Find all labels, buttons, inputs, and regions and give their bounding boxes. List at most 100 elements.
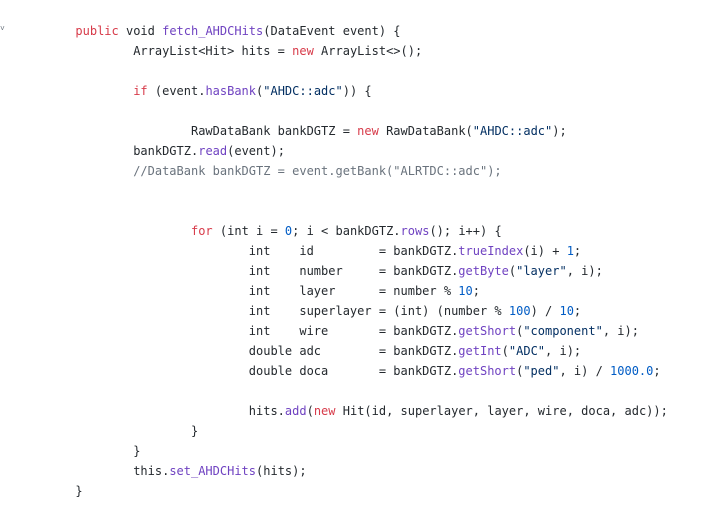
code-token: ; xyxy=(573,244,582,258)
code-token: 1 xyxy=(566,244,574,258)
code-token: ) / xyxy=(530,304,560,318)
code-token: set_AHDCHits xyxy=(169,464,257,478)
code-token: getShort xyxy=(458,364,517,378)
code-token xyxy=(18,24,76,38)
code-token: } xyxy=(17,484,83,498)
code-line[interactable]: //DataBank bankDGTZ = event.getBank("ALR… xyxy=(18,161,668,181)
code-token: 1000.0 xyxy=(610,364,654,378)
code-line[interactable]: ​ xyxy=(18,101,668,121)
code-token: (event); xyxy=(227,144,285,158)
code-token: )) { xyxy=(342,84,372,98)
code-token: rows xyxy=(400,224,430,238)
code-token: , i); xyxy=(566,264,603,278)
code-token: (DataEvent event) { xyxy=(263,24,401,38)
code-token: ; xyxy=(653,364,661,378)
code-line[interactable]: ​ xyxy=(18,181,668,201)
code-token: if xyxy=(133,84,148,98)
code-line[interactable]: int number = bankDGTZ.getByte("layer", i… xyxy=(18,261,668,281)
code-token: double adc = bankDGTZ. xyxy=(17,344,459,358)
code-line[interactable]: if (event.hasBank("AHDC::adc")) { xyxy=(18,81,668,101)
code-token: new xyxy=(292,44,314,58)
code-token: Hit(id, superlayer, layer, wire, doca, a… xyxy=(335,404,668,418)
code-token xyxy=(18,84,134,98)
code-line[interactable]: int wire = bankDGTZ.getShort("component"… xyxy=(18,321,668,341)
code-line[interactable]: } xyxy=(18,421,668,441)
code-token: public xyxy=(75,24,119,38)
code-token: , i) / xyxy=(559,364,611,378)
code-token: new xyxy=(313,404,336,418)
code-token: "AHDC::adc" xyxy=(263,84,343,98)
code-token: (event. xyxy=(147,84,206,98)
code-line[interactable]: double adc = bankDGTZ.getInt("ADC", i); xyxy=(18,341,668,361)
code-token: add xyxy=(284,404,307,418)
code-token: (); i++) { xyxy=(429,224,502,238)
code-token: "layer" xyxy=(516,264,567,278)
code-token: int wire = bankDGTZ. xyxy=(17,324,459,338)
code-token: ; i < bankDGTZ. xyxy=(292,224,401,238)
code-content[interactable]: public void fetch_AHDCHits(DataEvent eve… xyxy=(18,21,668,501)
code-token: new xyxy=(357,124,379,138)
code-token: 100 xyxy=(508,304,531,318)
code-line[interactable]: double doca = bankDGTZ.getShort("ped", i… xyxy=(18,361,668,381)
code-line[interactable]: int layer = number % 10; xyxy=(18,281,668,301)
code-token: 10 xyxy=(458,284,473,298)
code-token: ( xyxy=(508,264,517,278)
code-line[interactable]: hits.add(new Hit(id, superlayer, layer, … xyxy=(18,401,668,421)
code-token: ArrayList<Hit> hits = xyxy=(17,44,293,58)
code-token: ( xyxy=(516,364,524,378)
code-token: ( xyxy=(501,344,509,358)
code-token: hits. xyxy=(17,404,285,418)
code-token: "component" xyxy=(523,324,603,338)
code-line[interactable]: int id = bankDGTZ.trueIndex(i) + 1; xyxy=(18,241,668,261)
code-token: int number = bankDGTZ. xyxy=(17,264,459,278)
code-token: 0 xyxy=(284,224,293,238)
code-token: RawDataBank( xyxy=(378,124,473,138)
code-line[interactable]: ​ xyxy=(18,61,668,81)
code-token: } xyxy=(17,424,199,438)
code-token: ( xyxy=(516,324,524,338)
fold-chevron-icon[interactable]: ˅ xyxy=(0,24,5,33)
code-line[interactable]: for (int i = 0; i < bankDGTZ.rows(); i++… xyxy=(18,221,668,241)
code-token: void xyxy=(118,24,163,38)
code-line[interactable]: ​ xyxy=(18,201,668,221)
code-token: bankDGTZ. xyxy=(17,144,199,158)
code-token xyxy=(18,164,134,178)
code-line[interactable]: } xyxy=(18,441,668,461)
code-line[interactable]: int superlayer = (int) (number % 100) / … xyxy=(18,301,668,321)
code-token xyxy=(18,224,191,238)
code-line[interactable]: ArrayList<Hit> hits = new ArrayList<>(); xyxy=(18,41,668,61)
code-token: int id = bankDGTZ. xyxy=(17,244,459,258)
code-token: "ADC" xyxy=(508,344,546,358)
code-token: //DataBank bankDGTZ = event.getBank("ALR… xyxy=(133,164,502,178)
code-token: ( xyxy=(256,84,264,98)
code-token: "ped" xyxy=(523,364,560,378)
code-line[interactable]: bankDGTZ.read(event); xyxy=(18,141,668,161)
code-token: (hits); xyxy=(256,464,307,478)
code-token: , i); xyxy=(602,324,639,338)
code-token: (i) + xyxy=(523,244,567,258)
code-line[interactable]: } xyxy=(18,481,668,501)
code-token: ArrayList<>(); xyxy=(313,44,423,58)
code-token: 10 xyxy=(559,304,574,318)
code-line[interactable]: ​ xyxy=(18,381,668,401)
code-token: getByte xyxy=(458,264,509,278)
code-token: "AHDC::adc" xyxy=(472,124,553,138)
code-token: getShort xyxy=(458,324,517,338)
code-token: for xyxy=(190,224,213,238)
code-token: read xyxy=(198,144,228,158)
code-token: double doca = bankDGTZ. xyxy=(17,364,459,378)
code-token: ); xyxy=(552,124,567,138)
code-token: int layer = number % xyxy=(17,284,459,298)
code-token: RawDataBank bankDGTZ = xyxy=(17,124,358,138)
code-token: ( xyxy=(306,404,314,418)
code-line[interactable]: this.set_AHDCHits(hits); xyxy=(18,461,668,481)
code-token: hasBank xyxy=(205,84,257,98)
code-token: ; xyxy=(472,284,480,298)
code-token: getInt xyxy=(458,344,502,358)
code-line[interactable]: RawDataBank bankDGTZ = new RawDataBank("… xyxy=(18,121,668,141)
code-token: } xyxy=(17,444,141,458)
code-token: (int i = xyxy=(212,224,285,238)
code-line[interactable]: public void fetch_AHDCHits(DataEvent eve… xyxy=(18,21,668,41)
code-token: int superlayer = (int) (number % xyxy=(17,304,509,318)
